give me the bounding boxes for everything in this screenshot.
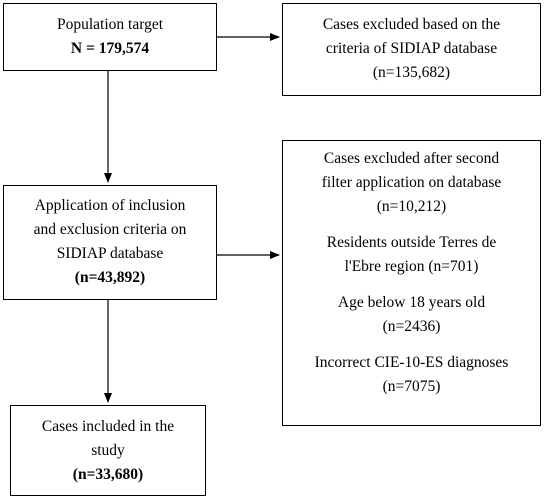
application-line2: and exclusion criteria on: [33, 221, 187, 238]
application-criteria-box: Application of inclusion and exclusion c…: [3, 185, 217, 300]
incorrect-diagnoses-line2: (n=7075): [382, 378, 441, 395]
application-line1: Application of inclusion: [34, 197, 186, 214]
age-below-line2: (n=2436): [382, 318, 441, 335]
age-below-line1: Age below 18 years old: [337, 294, 486, 311]
excluded-second-filter-box: Cases excluded after second filter appli…: [282, 140, 541, 426]
residents-outside-line2: l'Ebre region (n=701): [344, 258, 479, 275]
population-value: N = 179,574: [70, 40, 150, 57]
incorrect-diagnoses-line1: Incorrect CIE-10-ES diagnoses: [314, 354, 509, 371]
included-value: (n=33,680): [72, 466, 144, 483]
excluded-second-line2: filter application on database: [321, 174, 502, 191]
residents-outside-line1: Residents outside Terres de: [326, 234, 497, 251]
application-value: (n=43,892): [74, 269, 146, 286]
excluded-second-line1: Cases excluded after second: [323, 150, 500, 167]
application-line3: SIDIAP database: [56, 245, 164, 262]
excluded-sidiap-line2: criteria of SIDIAP database: [325, 40, 498, 57]
population-title: Population target: [56, 16, 164, 33]
cases-included-box: Cases included in the study (n=33,680): [10, 405, 206, 496]
excluded-sidiap-box: Cases excluded based on the criteria of …: [282, 3, 541, 96]
excluded-second-value: (n=10,212): [376, 198, 447, 215]
excluded-sidiap-value: (n=135,682): [372, 64, 451, 81]
included-line1: Cases included in the: [41, 418, 175, 435]
population-target-box: Population target N = 179,574: [3, 3, 217, 71]
included-line2: study: [91, 442, 125, 459]
excluded-sidiap-line1: Cases excluded based on the: [322, 16, 501, 33]
